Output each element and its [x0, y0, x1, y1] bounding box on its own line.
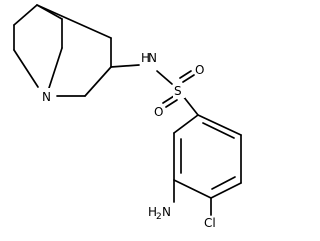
sulfonyl-double-bonds: [162, 70, 195, 108]
structure-canvas: N H N S O O H 2 N Cl: [13, 4, 242, 230]
bond: [179, 70, 192, 79]
sulfonamide-n-label: N: [148, 51, 157, 65]
sulfonamide-h-label: H: [141, 51, 150, 65]
bond: [202, 122, 235, 139]
bond: [197, 114, 242, 136]
bond: [48, 47, 63, 89]
bond: [173, 114, 199, 134]
benzene-ring-bonds: [173, 114, 242, 199]
oxygen-upper-label: O: [195, 63, 204, 77]
amino-h-label: H: [148, 205, 157, 219]
atom-labels: N H N S O O H 2 N Cl: [41, 51, 216, 230]
bond: [110, 64, 140, 68]
label-mask: [41, 88, 55, 104]
bond: [210, 182, 242, 199]
molecule-structure-diagram: N H N S O O H 2 N Cl: [13, 4, 242, 230]
sulfur-label: S: [174, 84, 182, 98]
bond: [165, 99, 178, 108]
bond: [211, 176, 236, 190]
bond: [173, 179, 212, 199]
chlorine-label: Cl: [204, 216, 216, 230]
ring-nitrogen-label: N: [42, 90, 51, 104]
bond: [182, 74, 195, 83]
bond: [13, 4, 38, 26]
quinuclidine-bonds: [13, 4, 112, 97]
bond: [182, 95, 199, 116]
label-mask: [173, 83, 185, 98]
oxygen-lower-label: O: [154, 105, 163, 119]
amino-n-label: N: [162, 205, 171, 219]
bond: [84, 66, 112, 97]
bond: [162, 95, 175, 104]
bond: [36, 4, 112, 39]
bond: [156, 70, 173, 85]
amino-subscript-label: 2: [156, 212, 162, 222]
bond: [13, 49, 39, 88]
